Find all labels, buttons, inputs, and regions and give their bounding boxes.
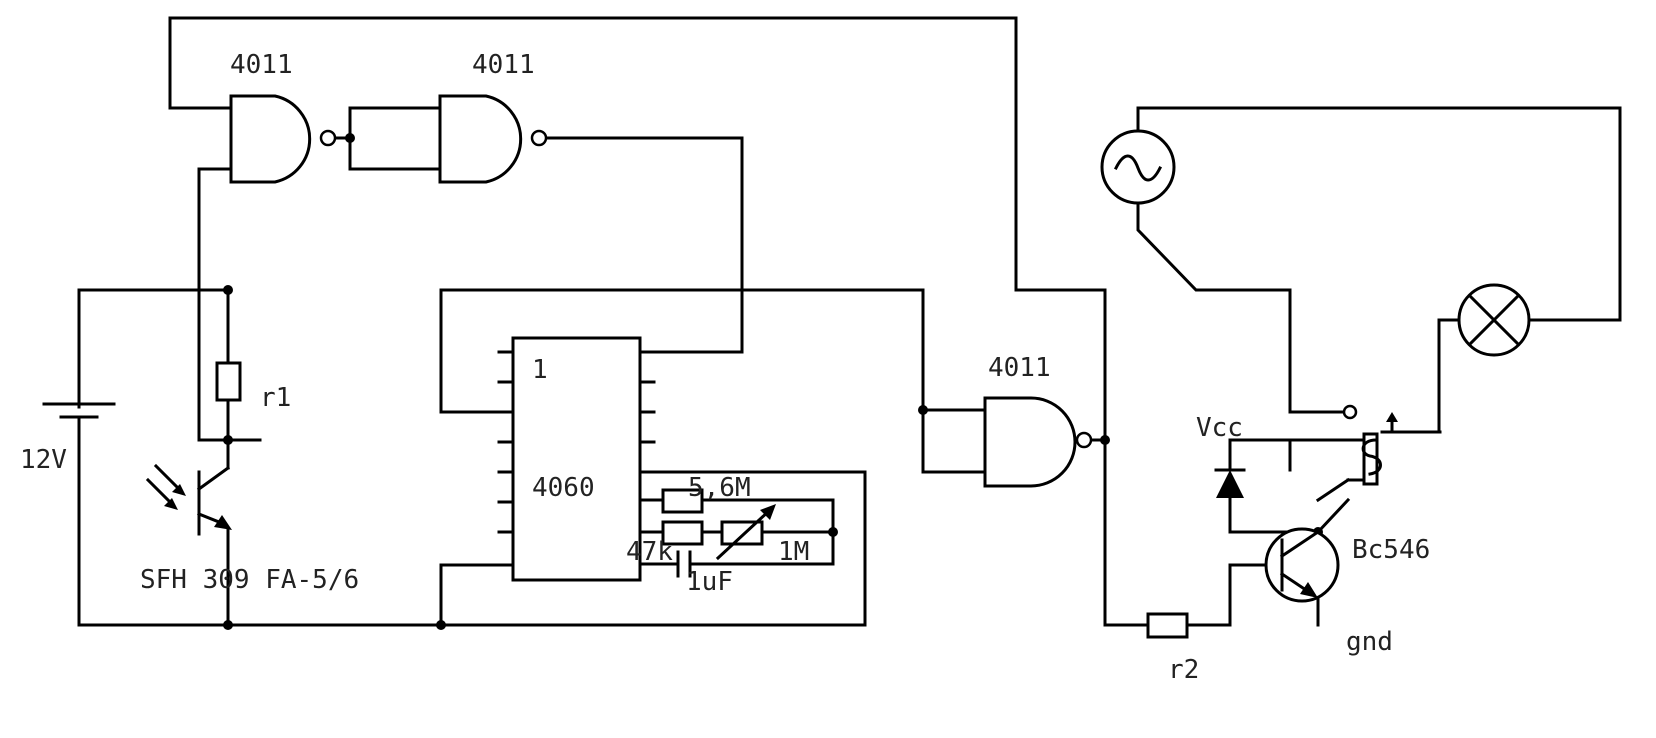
gate-label-3: 4011 [988,353,1051,383]
nand-gate-3 [983,396,1093,488]
ic-pin-1-label: 1 [532,355,548,385]
battery-symbol [42,402,116,419]
ac-source-symbol [1100,129,1176,205]
relay-switch-symbol [1342,404,1442,434]
resistor-r2 [1146,612,1189,639]
vcc-label: Vcc [1196,413,1243,443]
gnd-label: gnd [1346,627,1393,657]
junction-dots [223,133,1323,630]
lamp-symbol [1457,283,1531,357]
transistor-label: Bc546 [1352,535,1430,565]
wires [77,16,1622,627]
npn-transistor-symbol [1264,527,1340,603]
resistor-r1-label: r1 [260,383,291,413]
resistor-47k-label: 47k [626,537,673,567]
battery-label: 12V [20,445,67,475]
diode-symbol [1214,468,1246,498]
capacitor-1uf [676,550,692,578]
phototransistor-label: SFH 309 FA-5/6 [140,565,359,595]
gate-label-2: 4011 [472,50,535,80]
capacitor-label: 1uF [686,567,733,597]
nand-gate-2 [438,94,548,184]
resistor-r2-label: r2 [1168,655,1199,685]
resistor-47k [661,520,704,546]
nand-gate-1 [229,94,337,184]
resistor-r1 [215,361,242,402]
resistor-5-6m [661,488,704,514]
potentiometer-1m [715,504,776,561]
relay-coil-symbol [1288,432,1382,503]
phototransistor-symbol [145,463,232,536]
ic-4060 [497,336,656,582]
ic-label: 4060 [532,473,595,503]
gate-label-1: 4011 [230,50,293,80]
resistor-5-6m-label: 5,6M [688,473,751,503]
pot-1m-label: 1M [778,537,809,567]
